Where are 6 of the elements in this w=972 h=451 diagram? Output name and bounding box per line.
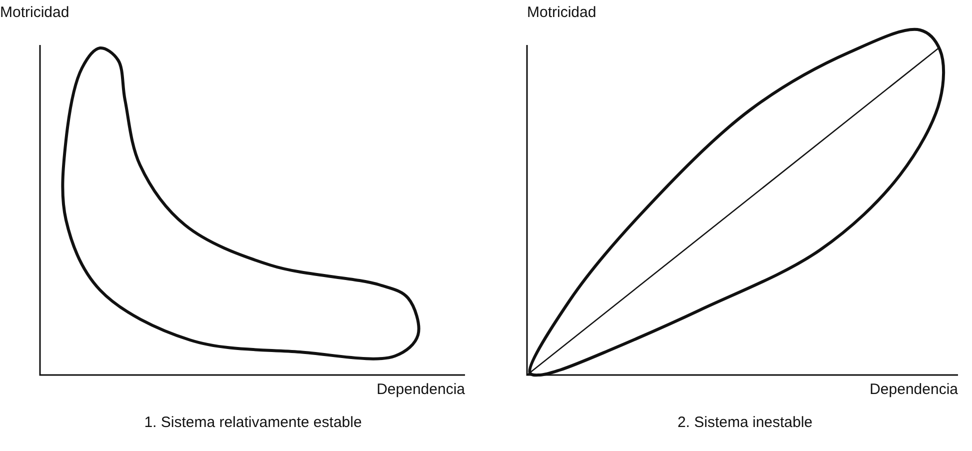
axis-label: Dependencia [870, 381, 958, 399]
axis-label: Dependencia [376, 381, 465, 399]
axis-label: Motricidad [527, 4, 596, 22]
panel-caption: 1. Sistema relativamente estable [144, 414, 362, 432]
panel-caption: 2. Sistema inestable [677, 414, 813, 432]
axis-label: Motricidad [0, 4, 70, 22]
